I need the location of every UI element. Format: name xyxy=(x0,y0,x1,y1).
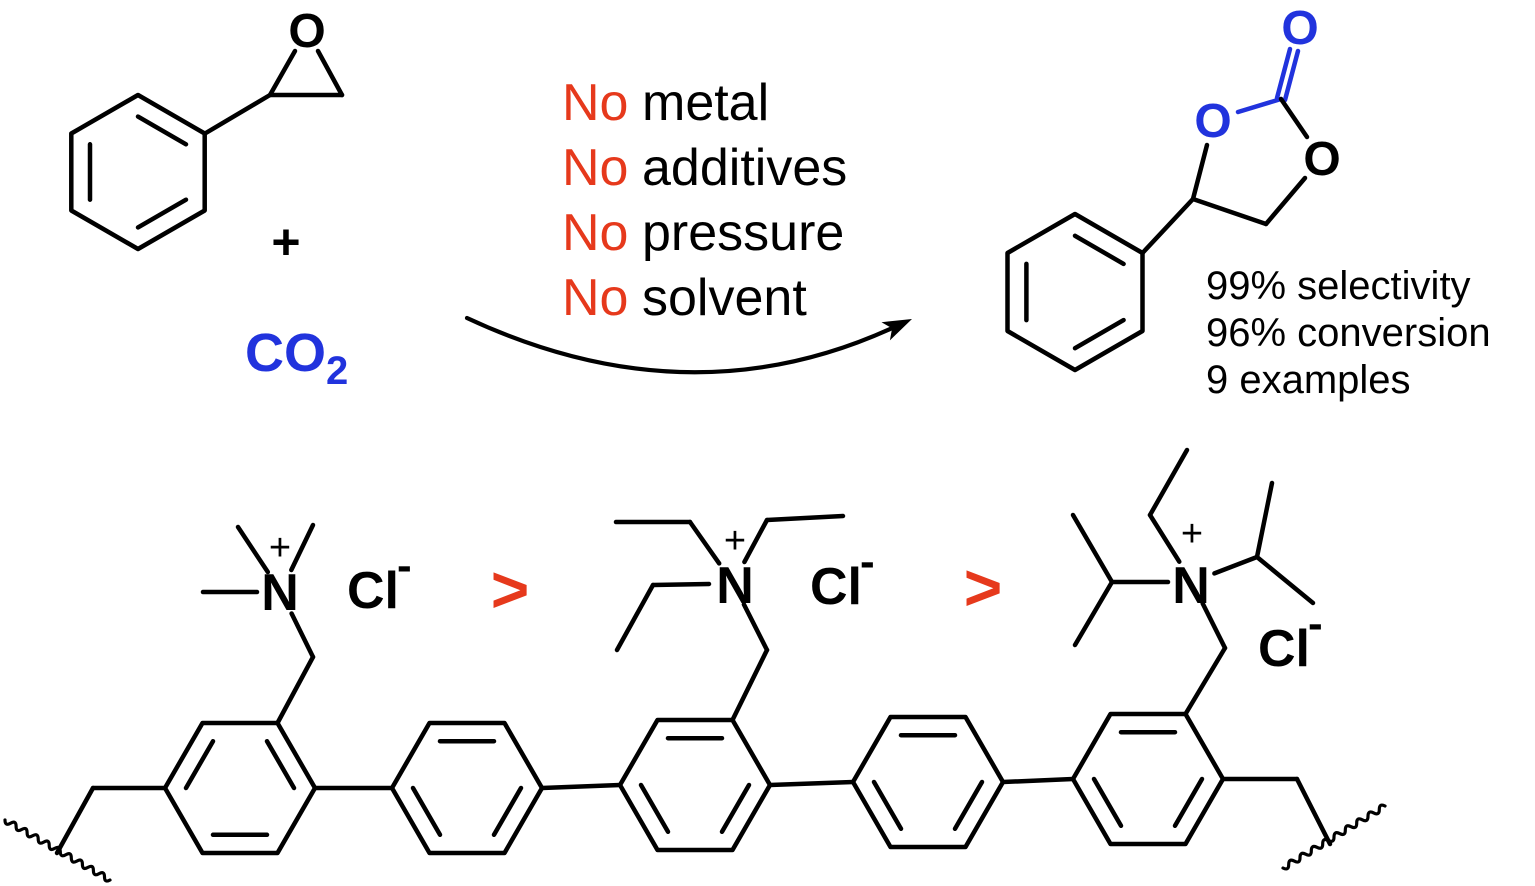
right-wavy-bond xyxy=(1281,803,1387,871)
carbonate-ring-bonds xyxy=(1140,46,1310,256)
result-examples: 9 examples xyxy=(1206,358,1411,402)
chloride-charge-2: - xyxy=(860,537,875,586)
condition-no-2: No xyxy=(562,139,629,197)
chloride-charge-3: - xyxy=(1308,599,1323,648)
product-benzene-ring xyxy=(1005,211,1145,373)
ethyldiisopropylammonium-group: N + Cl - xyxy=(1070,447,1323,717)
co2-label: CO2 xyxy=(245,323,348,393)
result-conversion: 96% conversion xyxy=(1206,311,1491,355)
backbone-ring-4 xyxy=(850,714,1006,850)
reactant-plus-sign: + xyxy=(271,214,300,270)
carbonyl-oxygen-label: O xyxy=(1281,2,1318,55)
greater-than-2: > xyxy=(964,550,1003,624)
trimethylammonium-bonds xyxy=(200,522,316,726)
styrene-oxide-molecule: O xyxy=(69,5,345,252)
chloride-label-2: Cl xyxy=(810,558,862,616)
nitrogen-label-2: N xyxy=(716,557,754,615)
charge-plus-3: + xyxy=(1181,513,1203,555)
condition-no-3: No xyxy=(562,204,629,262)
backbone-bonds xyxy=(54,776,1333,856)
ring-oxygen-left-label: O xyxy=(1194,95,1231,148)
chloride-label-3: Cl xyxy=(1258,620,1310,678)
left-wavy-bond xyxy=(3,818,112,883)
backbone-ring-3 xyxy=(617,717,773,853)
result-selectivity: 99% selectivity xyxy=(1206,264,1471,308)
backbone-ring-2 xyxy=(389,720,545,856)
charge-plus-2: + xyxy=(724,520,746,562)
styrene-oxide-benzene-ring xyxy=(69,92,207,252)
chloride-charge-1: - xyxy=(397,541,412,590)
triethylammonium-group: N + Cl - xyxy=(613,513,875,723)
polymer-backbone xyxy=(3,711,1387,883)
epoxide-oxygen-label: O xyxy=(288,5,325,58)
chloride-label-1: Cl xyxy=(347,562,399,620)
ring-oxygen-right-label: O xyxy=(1303,133,1340,186)
condition-text-4: solvent xyxy=(642,269,807,327)
styrene-carbonate-molecule: O O O xyxy=(1005,2,1341,373)
triethylammonium-bonds xyxy=(613,513,846,723)
nitrogen-label-1: N xyxy=(261,564,299,622)
condition-text-2: additives xyxy=(642,139,848,197)
condition-text-1: metal xyxy=(642,74,770,132)
backbone-ring-5 xyxy=(1070,711,1226,847)
ethyldiisopropylammonium-bonds xyxy=(1070,447,1316,717)
condition-no-1: No xyxy=(562,74,629,132)
backbone-ring-1 xyxy=(162,720,318,856)
charge-plus-1: + xyxy=(269,527,291,569)
nitrogen-label-3: N xyxy=(1172,557,1210,615)
reaction-arrow xyxy=(464,315,912,375)
greater-than-1: > xyxy=(491,552,530,626)
condition-no-4: No xyxy=(562,269,629,327)
styrene-oxide-bonds xyxy=(202,48,345,136)
trimethylammonium-group: N + Cl - xyxy=(200,522,412,726)
condition-text-3: pressure xyxy=(642,204,845,262)
reaction-results: 99% selectivity 96% conversion 9 example… xyxy=(1206,263,1491,404)
